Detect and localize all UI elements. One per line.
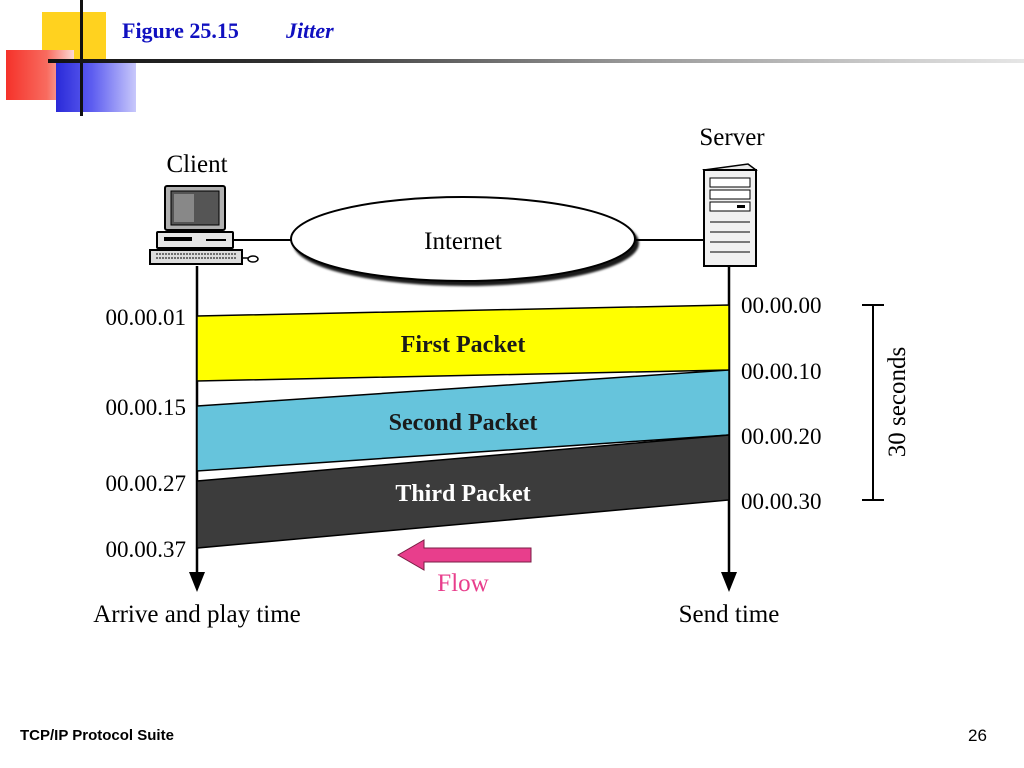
flow-arrow-icon <box>396 539 532 571</box>
server-tower-icon <box>702 163 758 267</box>
client-label: Client <box>166 151 227 178</box>
decor-blue-block <box>56 60 136 112</box>
server-axis-arrowhead <box>721 572 737 592</box>
server-label: Server <box>699 124 765 151</box>
first-packet-label: First Packet <box>401 332 526 358</box>
interval-label: 30 seconds <box>884 347 911 457</box>
third-packet-band <box>196 434 730 549</box>
internet-label: Internet <box>424 228 502 255</box>
third-packet-label: Third Packet <box>395 481 530 507</box>
footer-source: TCP/IP Protocol Suite <box>20 727 174 744</box>
decor-vertical-line <box>80 0 83 116</box>
send-time-label: 00.00.30 <box>741 489 822 514</box>
page-number: 26 <box>968 726 987 745</box>
client-computer-icon <box>149 185 259 265</box>
internet-ellipse <box>290 196 636 282</box>
arrive-time-label: 00.00.01 <box>106 305 187 330</box>
send-time-label: 00.00.20 <box>741 424 822 449</box>
flow-label: Flow <box>437 570 488 597</box>
packet-bands <box>196 304 730 549</box>
interval-bracket <box>862 304 884 501</box>
send-time-label: 00.00.10 <box>741 359 822 384</box>
arrive-time-label: 00.00.15 <box>106 395 187 420</box>
client-axis-arrowhead <box>189 572 205 592</box>
arrive-time-label: 00.00.27 <box>106 471 187 496</box>
figure-number: Figure 25.15 <box>122 18 239 43</box>
server-axis-label: Send time <box>679 601 780 628</box>
figure-title: Jitter <box>286 18 334 43</box>
send-time-label: 00.00.00 <box>741 293 822 318</box>
arrive-time-label: 00.00.37 <box>106 537 187 562</box>
second-packet-label: Second Packet <box>389 410 538 436</box>
decor-horizontal-rule <box>48 59 1024 63</box>
client-axis-label: Arrive and play time <box>93 601 301 628</box>
